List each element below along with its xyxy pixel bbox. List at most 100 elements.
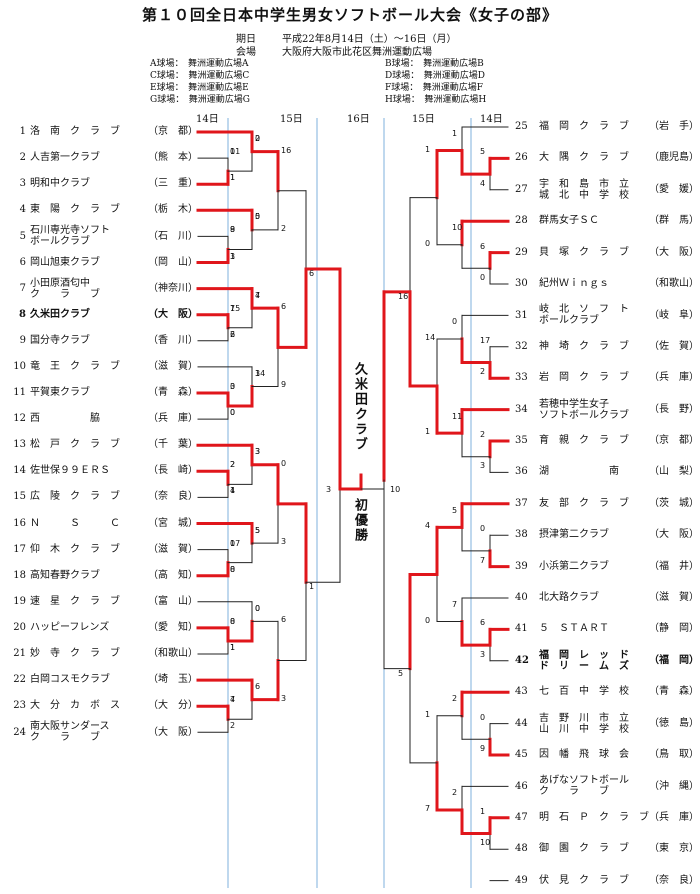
- team-number: 35: [515, 435, 528, 446]
- team-name: 明 石 Ｐ ク ラ ブ: [539, 811, 649, 823]
- team-prefecture: （群 馬）: [649, 215, 699, 227]
- score-17: 5: [255, 526, 261, 535]
- team-number: 8: [19, 308, 26, 320]
- team-prefecture: （長 野）: [649, 404, 699, 416]
- team-name: 南大阪サンダース ク ラ ブ: [30, 721, 110, 744]
- score-42: 0: [480, 713, 486, 722]
- score-84: 3: [255, 447, 261, 456]
- score-21: 7: [230, 695, 236, 704]
- team-prefecture: （静 岡）: [649, 623, 699, 635]
- team-number: 36: [515, 466, 528, 478]
- score-77: 6: [230, 330, 236, 339]
- score-6: 7: [230, 304, 236, 313]
- score-26: 1: [452, 129, 458, 138]
- score-56: 1: [425, 145, 431, 154]
- score-0: 0: [230, 147, 236, 156]
- score-53: 3: [281, 537, 287, 546]
- score-75: 0: [255, 212, 261, 221]
- team-name: 福 岡 ク ラ ブ: [539, 121, 629, 132]
- team-number: 25: [515, 121, 528, 132]
- team-name: 東 陽 ク ラ ブ: [30, 204, 120, 216]
- team-name: 佐世保９９ＥＲＳ: [30, 465, 110, 477]
- day-15-left: 15日: [280, 114, 303, 125]
- score-54: 6: [281, 615, 287, 624]
- score-47: 2: [452, 788, 458, 797]
- team-prefecture: （京 都）: [649, 435, 699, 446]
- team-number: 32: [515, 340, 528, 352]
- score-48: 16: [281, 146, 292, 155]
- field-a: A球場： 舞洲運動広場A: [150, 59, 249, 69]
- score-61: 0: [425, 616, 431, 625]
- team-name: ５ ＳＴＡＲＴ: [539, 623, 609, 635]
- score-16: 8: [230, 565, 236, 574]
- team-name: 七 百 中 学 校: [539, 686, 629, 698]
- team-prefecture: （滋 賀）: [148, 360, 198, 372]
- team-prefecture: （京 都）: [148, 126, 198, 137]
- score-33: 2: [480, 430, 486, 439]
- team-prefecture: （奈 良）: [148, 491, 198, 503]
- score-71: 1: [230, 173, 236, 182]
- score-63: 7: [425, 804, 431, 813]
- team-number: 28: [515, 215, 528, 227]
- score-37: 7: [480, 556, 486, 565]
- team-prefecture: （鳥 取）: [649, 749, 699, 760]
- venue-value: 大阪府大阪市此花区舞洲運動広場: [282, 47, 432, 58]
- score-40: 3: [480, 650, 486, 659]
- score-59: 1: [425, 427, 431, 436]
- score-23: 6: [255, 682, 261, 691]
- field-d: D球場： 舞洲運動広場D: [385, 71, 485, 81]
- team-prefecture: （兵 庫）: [649, 811, 699, 823]
- team-name: 平賀東クラブ: [30, 387, 90, 398]
- team-name: 大 分 カ ボ ス: [30, 700, 120, 712]
- team-number: 31: [515, 309, 528, 321]
- score-81: 14: [255, 369, 266, 378]
- team-name: 紀州Ｗｉｎｇｓ: [539, 278, 609, 289]
- team-number: 40: [515, 592, 528, 603]
- team-number: 43: [515, 686, 528, 698]
- score-2: 0: [255, 134, 261, 143]
- team-number: 34: [515, 404, 528, 416]
- team-prefecture: （大 阪）: [148, 726, 198, 738]
- score-10: 0: [230, 408, 236, 417]
- team-number: 14: [13, 465, 26, 477]
- team-name: あげなソフトボール ク ラ ブ: [539, 775, 629, 798]
- score-90: 0: [255, 604, 261, 613]
- venue-label: 会場: [236, 47, 256, 58]
- team-prefecture: （佐 賀）: [649, 340, 699, 352]
- team-number: 27: [515, 184, 528, 196]
- score-18: 0: [230, 617, 236, 626]
- team-name: 宇 和 島 市 立 城 北 中 学 校: [539, 178, 629, 201]
- team-prefecture: （長 崎）: [148, 465, 198, 477]
- team-name: 御 園 ク ラ ブ: [539, 843, 629, 855]
- score-29: 10: [452, 223, 463, 232]
- date-label: 期日: [236, 34, 256, 45]
- team-name: 人吉第一クラブ: [30, 152, 100, 164]
- score-41: 7: [452, 600, 458, 609]
- team-number: 33: [515, 372, 528, 384]
- team-name: 若穂中学生女子 ソフトボールクラブ: [539, 398, 629, 421]
- team-number: 48: [515, 843, 528, 855]
- team-number: 29: [515, 246, 528, 258]
- team-prefecture: （熊 本）: [148, 152, 198, 164]
